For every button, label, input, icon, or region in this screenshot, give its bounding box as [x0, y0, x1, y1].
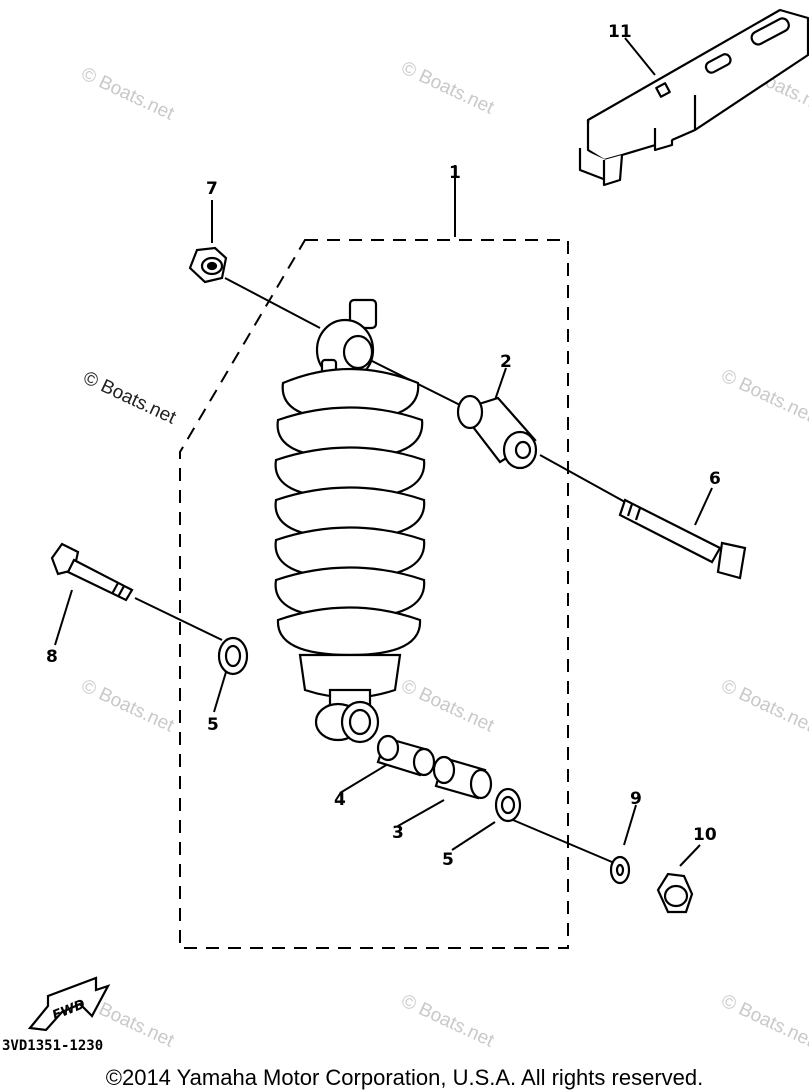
shock-absorber-part-1: [274, 298, 426, 744]
callout-7: 7: [206, 179, 218, 199]
callout-10: 10: [693, 825, 717, 845]
watermark: © Boats.net: [718, 990, 809, 1051]
bolt-part-6: [618, 498, 747, 580]
bolt-part-8: [50, 542, 134, 602]
callout-1: 1: [449, 163, 461, 183]
washer-part-5-left: [217, 636, 249, 676]
washer-part-5-right: [494, 787, 522, 823]
callout-9: 9: [630, 789, 642, 809]
watermark: © Boats.net: [398, 57, 498, 118]
assembly-boundary: [179, 239, 569, 949]
bracket-part-11: [578, 8, 809, 187]
bushing-part-4: [376, 734, 436, 777]
watermark: © Boats.net: [398, 675, 498, 736]
watermark: © Boats.net: [80, 367, 180, 428]
nut-part-10: [656, 872, 694, 914]
watermark: © Boats.net: [718, 365, 809, 426]
watermark: © Boats.net: [718, 675, 809, 736]
callout-11: 11: [608, 22, 632, 42]
watermark: © Boats.net: [78, 675, 178, 736]
washer-part-9: [609, 855, 631, 885]
collar-part-2: [456, 394, 538, 470]
copyright-notice: ©2014 Yamaha Motor Corporation, U.S.A. A…: [105, 1065, 704, 1090]
callout-5-left: 5: [207, 715, 219, 735]
nut-part-7: [188, 246, 228, 284]
drawing-number: 3VD1351-1230: [2, 1038, 103, 1054]
callouts: 1 2 3 4 5 5 6 7 8 9 10 11: [46, 22, 721, 870]
fwd-arrow: FWD: [27, 976, 111, 1032]
callout-2: 2: [500, 352, 512, 372]
watermark: © Boats.net: [78, 63, 178, 124]
callout-4: 4: [334, 790, 346, 810]
callout-6: 6: [709, 469, 721, 489]
leader-lines: [54, 37, 713, 867]
bushing-part-3: [432, 755, 493, 800]
callout-5-right: 5: [442, 850, 454, 870]
callout-8: 8: [46, 647, 58, 667]
callout-3: 3: [392, 823, 404, 843]
watermark: © Boats.net: [398, 990, 498, 1051]
